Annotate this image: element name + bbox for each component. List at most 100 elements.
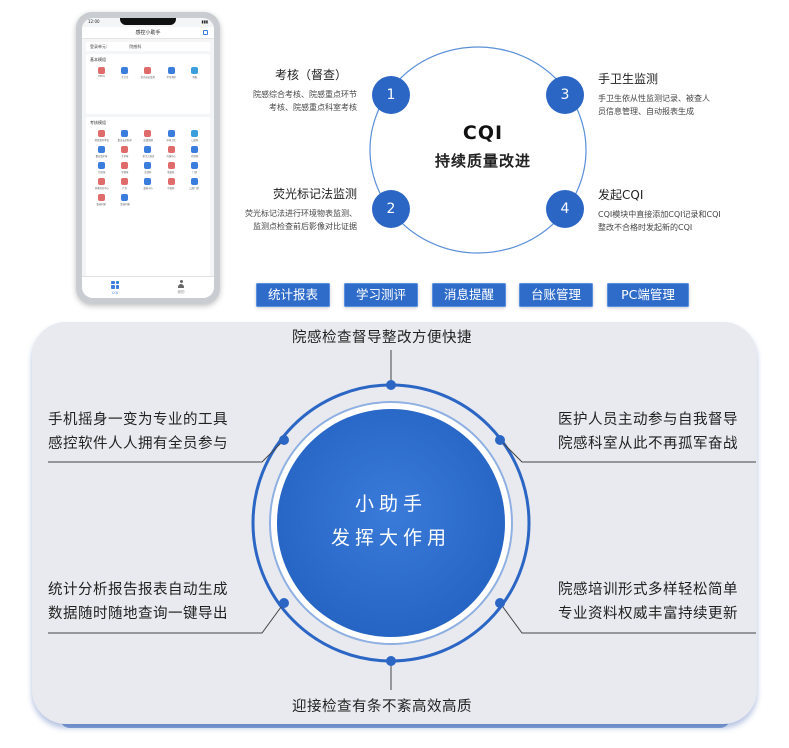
step-2-badge: 2 <box>372 190 410 228</box>
assess-module-panel: 考核模组 院感督导考核 职业安全防护 血透管理 环境卫生口腔科重症监护室 手术室新生儿病… <box>86 117 210 277</box>
assess-item[interactable]: 新生儿病房 <box>136 146 159 158</box>
node-bottom <box>386 656 396 666</box>
assess-item[interactable]: 重症监护室 <box>90 146 113 158</box>
module-icon <box>167 130 175 137</box>
assess-item[interactable]: 产房 <box>113 178 136 190</box>
basic-item[interactable]: PDCA <box>90 67 113 79</box>
basic-item[interactable]: 学习测评 <box>160 67 183 79</box>
assess-item[interactable]: 血透管理 <box>136 130 159 142</box>
grid-icon <box>111 280 119 289</box>
pc-management-button[interactable]: PC端管理 <box>607 283 689 307</box>
stats-report-button[interactable]: 统计报表 <box>256 283 330 307</box>
basic-item-label: 学习测评 <box>166 76 176 79</box>
step-2-desc-1: 荧光标记法进行环境物表监测、 <box>245 209 357 218</box>
cycle-ellipse <box>369 46 587 254</box>
tab-cqi[interactable]: CQI <box>82 277 148 298</box>
assess-item-label: 透析中心 <box>143 187 153 190</box>
assess-item[interactable]: 消毒供应中心 <box>90 178 113 190</box>
step-3-title: 手卫生监测 <box>598 72 659 86</box>
step-3-block: 手卫生监测 手卫生依从性监测记录、被查人 员信息管理、自动报表生成 <box>598 70 710 118</box>
assess-item-label: 临床科室 <box>96 203 107 206</box>
assess-item-label: 内镜中心 <box>166 155 176 158</box>
assess-item[interactable]: 检验科 <box>183 146 206 158</box>
assess-item[interactable]: 职业安全防护 <box>113 130 136 142</box>
basic-module-grid: PDCA 手卫生 荧光标记监测学习测评 消毒 <box>90 67 206 79</box>
basic-item-label: 手卫生 <box>121 76 129 79</box>
assess-item[interactable]: 急诊科 <box>136 162 159 174</box>
assess-item[interactable]: 中医科 <box>160 178 183 190</box>
step-2-title: 荧光标记法监测 <box>272 187 357 201</box>
module-icon <box>121 194 129 201</box>
tab-me[interactable]: 我的 <box>148 277 214 298</box>
step-3-desc-1: 手卫生依从性监测记录、被查人 <box>598 94 710 103</box>
connector-upper-right <box>499 439 756 463</box>
assess-module-grid: 院感督导考核 职业安全防护 血透管理 环境卫生口腔科重症监护室 手术室新生儿病房 内镜中心… <box>90 130 206 206</box>
module-icon <box>98 146 106 153</box>
assess-item[interactable]: 口腔门诊 <box>183 178 206 190</box>
ledger-management-button[interactable]: 台账管理 <box>519 283 593 307</box>
assess-item-label: 新生儿病房 <box>142 155 154 158</box>
assess-item[interactable]: 手术室 <box>113 146 136 158</box>
hub-lower-left-line-2: 数据随时随地查询一键导出 <box>48 606 228 622</box>
assess-item[interactable]: 门诊 <box>183 162 206 174</box>
step-2-desc-2: 监测点检查前后影像对比证据 <box>253 222 357 231</box>
assess-item[interactable]: 口腔科 <box>183 130 206 142</box>
assess-item-label: 血透管理 <box>143 139 153 142</box>
module-icon <box>121 67 129 74</box>
status-time: 12:00 <box>88 19 100 24</box>
node-lower-left <box>279 598 289 608</box>
app-header: 感控小助手 <box>82 27 214 39</box>
connector-lower-right <box>499 602 756 634</box>
cqi-subtitle: 持续质量改进 <box>434 152 531 170</box>
assess-section-title: 考核模组 <box>90 120 106 125</box>
module-icon <box>190 162 198 169</box>
basic-item-label: 消毒 <box>192 76 197 79</box>
assess-item-label: 院感督导考核 <box>94 139 109 142</box>
step-4-desc-2: 整改不合格时发起新的CQI <box>598 223 693 232</box>
hub-upper-left-text: 手机摇身一变为专业的工具 感控软件人人拥有全员参与 <box>48 408 228 456</box>
module-icon <box>190 67 198 74</box>
assess-item[interactable]: 内镜中心 <box>160 146 183 158</box>
assess-item[interactable]: 医技科室 <box>113 194 136 206</box>
study-test-button[interactable]: 学习测评 <box>344 283 418 307</box>
connector-upper-left <box>48 439 285 463</box>
assess-item-label: 职业安全防护 <box>117 139 132 142</box>
node-upper-right <box>495 435 505 445</box>
step-1-block: 考核（督查） 院感综合考核、院感重点环节 考核、院感重点科室考核 <box>253 66 357 114</box>
assess-item-label: 产房 <box>122 187 128 190</box>
assess-item[interactable]: 感染科 <box>160 162 183 174</box>
assess-item[interactable]: 环境卫生 <box>160 130 183 142</box>
cqi-center: CQI 持续质量改进 <box>388 122 578 171</box>
assess-item[interactable]: 透析中心 <box>136 178 159 190</box>
hub-upper-left-line-1: 手机摇身一变为专业的工具 <box>48 412 228 428</box>
scan-icon[interactable] <box>203 30 208 35</box>
step-2-block: 荧光标记法监测 荧光标记法进行环境物表监测、 监测点检查前后影像对比证据 <box>245 185 357 233</box>
unit-label: 登录单元: <box>90 43 108 49</box>
basic-item-label: PDCA <box>98 75 105 78</box>
assess-item-label: 感染科 <box>167 171 175 174</box>
assess-item-label: 口腔科 <box>190 139 198 142</box>
module-icon <box>144 130 152 137</box>
signal-icon: ▮▮▮ <box>201 19 208 24</box>
module-icon <box>190 178 198 185</box>
step-4-badge: 4 <box>546 190 584 228</box>
module-icon <box>98 194 106 201</box>
unit-row[interactable]: 登录单元: 院感科 <box>86 42 210 51</box>
basic-item[interactable]: 手卫生 <box>113 67 136 79</box>
assess-item[interactable]: 导管室 <box>113 162 136 174</box>
basic-item[interactable]: 荧光标记监测 <box>136 67 159 79</box>
step-1-desc-1: 院感综合考核、院感重点环节 <box>253 90 357 99</box>
assess-item[interactable]: 供应室 <box>90 162 113 174</box>
feature-button-row: 统计报表 学习测评 消息提醒 台账管理 PC端管理 <box>0 283 789 309</box>
module-icon <box>167 178 175 185</box>
assess-item[interactable]: 临床科室 <box>90 194 113 206</box>
module-icon <box>121 130 129 137</box>
message-reminder-button[interactable]: 消息提醒 <box>432 283 506 307</box>
basic-item[interactable]: 消毒 <box>183 67 206 79</box>
assess-item-label: 重症监护室 <box>95 155 108 158</box>
assess-item[interactable]: 院感督导考核 <box>90 130 113 142</box>
assess-item-label: 门诊 <box>192 171 197 174</box>
